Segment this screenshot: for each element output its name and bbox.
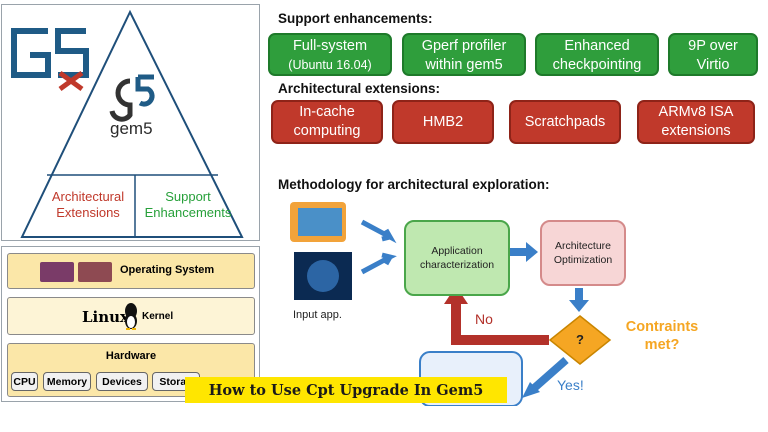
arch-btn-line: In-cache (299, 104, 355, 120)
linux-logo-text: Linux (82, 308, 129, 326)
support-btn-line: (Ubuntu 16.04) (288, 58, 372, 72)
constraints-line: met? (644, 337, 680, 353)
hw-memory: Memory (43, 372, 91, 391)
g5x-logo-icon (11, 28, 89, 92)
hw-cpu: CPU (11, 372, 38, 391)
support-full-system: Full-system (Ubuntu 16.04) (268, 33, 392, 76)
support-enhancements-label: Support Enhancements (136, 189, 240, 221)
flow-diagram-graphics (290, 202, 612, 406)
ubuntu-icon (78, 262, 112, 282)
arch-btn-line: ARMv8 ISA (658, 104, 734, 120)
yes-label: Yes! (557, 377, 584, 393)
arch-ext-line-1: Architectural (51, 189, 125, 204)
triangle-diagram (11, 9, 244, 238)
app-char-line: Application (431, 245, 483, 257)
app-char-line: characterization (419, 259, 495, 271)
gem5-logo-icon (109, 74, 155, 122)
hardware-label: Hardware (105, 350, 157, 362)
tux-icon (125, 303, 137, 330)
ubuntu-icon (40, 262, 74, 282)
architecture-optimization-box: Architecture Optimization (540, 220, 626, 286)
kernel-layer: Linux Kernel (7, 297, 255, 335)
os-layer: Operating System (7, 253, 255, 289)
arch-btn-line: Scratchpads (524, 113, 606, 130)
os-label: Operating System (120, 264, 215, 276)
arch-in-cache: In-cache computing (271, 100, 383, 144)
support-enh-line-1: Support (165, 189, 211, 204)
decision-diamond-icon (548, 315, 612, 365)
support-btn-line: Gperf profiler (421, 38, 507, 54)
caption-banner: How to Use Cpt Upgrade In Gem5 (185, 377, 507, 403)
no-label: No (475, 311, 493, 327)
method-title: Methodology for architectural exploratio… (278, 177, 550, 192)
architectural-extensions-label: Architectural Extensions (40, 189, 136, 221)
app-characterization-box: Application characterization (404, 220, 510, 296)
hardware-layer: Hardware CPU Memory Devices Storag (7, 343, 255, 397)
constraints-line: Contraints (625, 319, 699, 335)
arch-scratchpads: Scratchpads (509, 100, 621, 144)
support-checkpointing: Enhanced checkpointing (535, 33, 659, 76)
support-btn-line: Full-system (292, 38, 368, 54)
support-btn-line: within gem5 (425, 57, 503, 73)
arch-hmb2: HMB2 (392, 100, 494, 144)
kernel-label: Kernel (142, 311, 174, 322)
arch-btn-line: extensions (661, 123, 731, 139)
constraints-label: Contraints met? (618, 318, 706, 354)
hw-devices: Devices (96, 372, 148, 391)
support-enh-line-2: Enhancements (144, 205, 232, 220)
input-app-icon (290, 202, 352, 300)
support-gperf: Gperf profiler within gem5 (402, 33, 526, 76)
gem5-triangle-panel: gem5 Architectural Extensions Support En… (1, 4, 260, 241)
system-stack-panel: Operating System Linux Kernel Hardware C… (1, 246, 260, 402)
support-btn-line: Virtio (696, 57, 730, 73)
support-btn-line: Enhanced (564, 38, 630, 54)
arch-opt-line: Optimization (553, 254, 613, 266)
support-title: Support enhancements: (278, 11, 433, 26)
support-btn-line: checkpointing (552, 57, 642, 73)
support-btn-line: 9P over (688, 38, 738, 54)
gem5-logo-text: gem5 (110, 119, 153, 138)
arch-armv8: ARMv8 ISA extensions (637, 100, 755, 144)
arch-opt-line: Architecture (554, 240, 611, 252)
arch-ext-line-2: Extensions (56, 205, 120, 220)
arch-btn-line: computing (293, 123, 361, 139)
decision-symbol: ? (576, 332, 584, 347)
arch-btn-line: HMB2 (422, 113, 464, 130)
support-9p-virtio: 9P over Virtio (668, 33, 758, 76)
arch-title: Architectural extensions: (278, 81, 441, 96)
input-app-label: Input app. (293, 309, 342, 321)
